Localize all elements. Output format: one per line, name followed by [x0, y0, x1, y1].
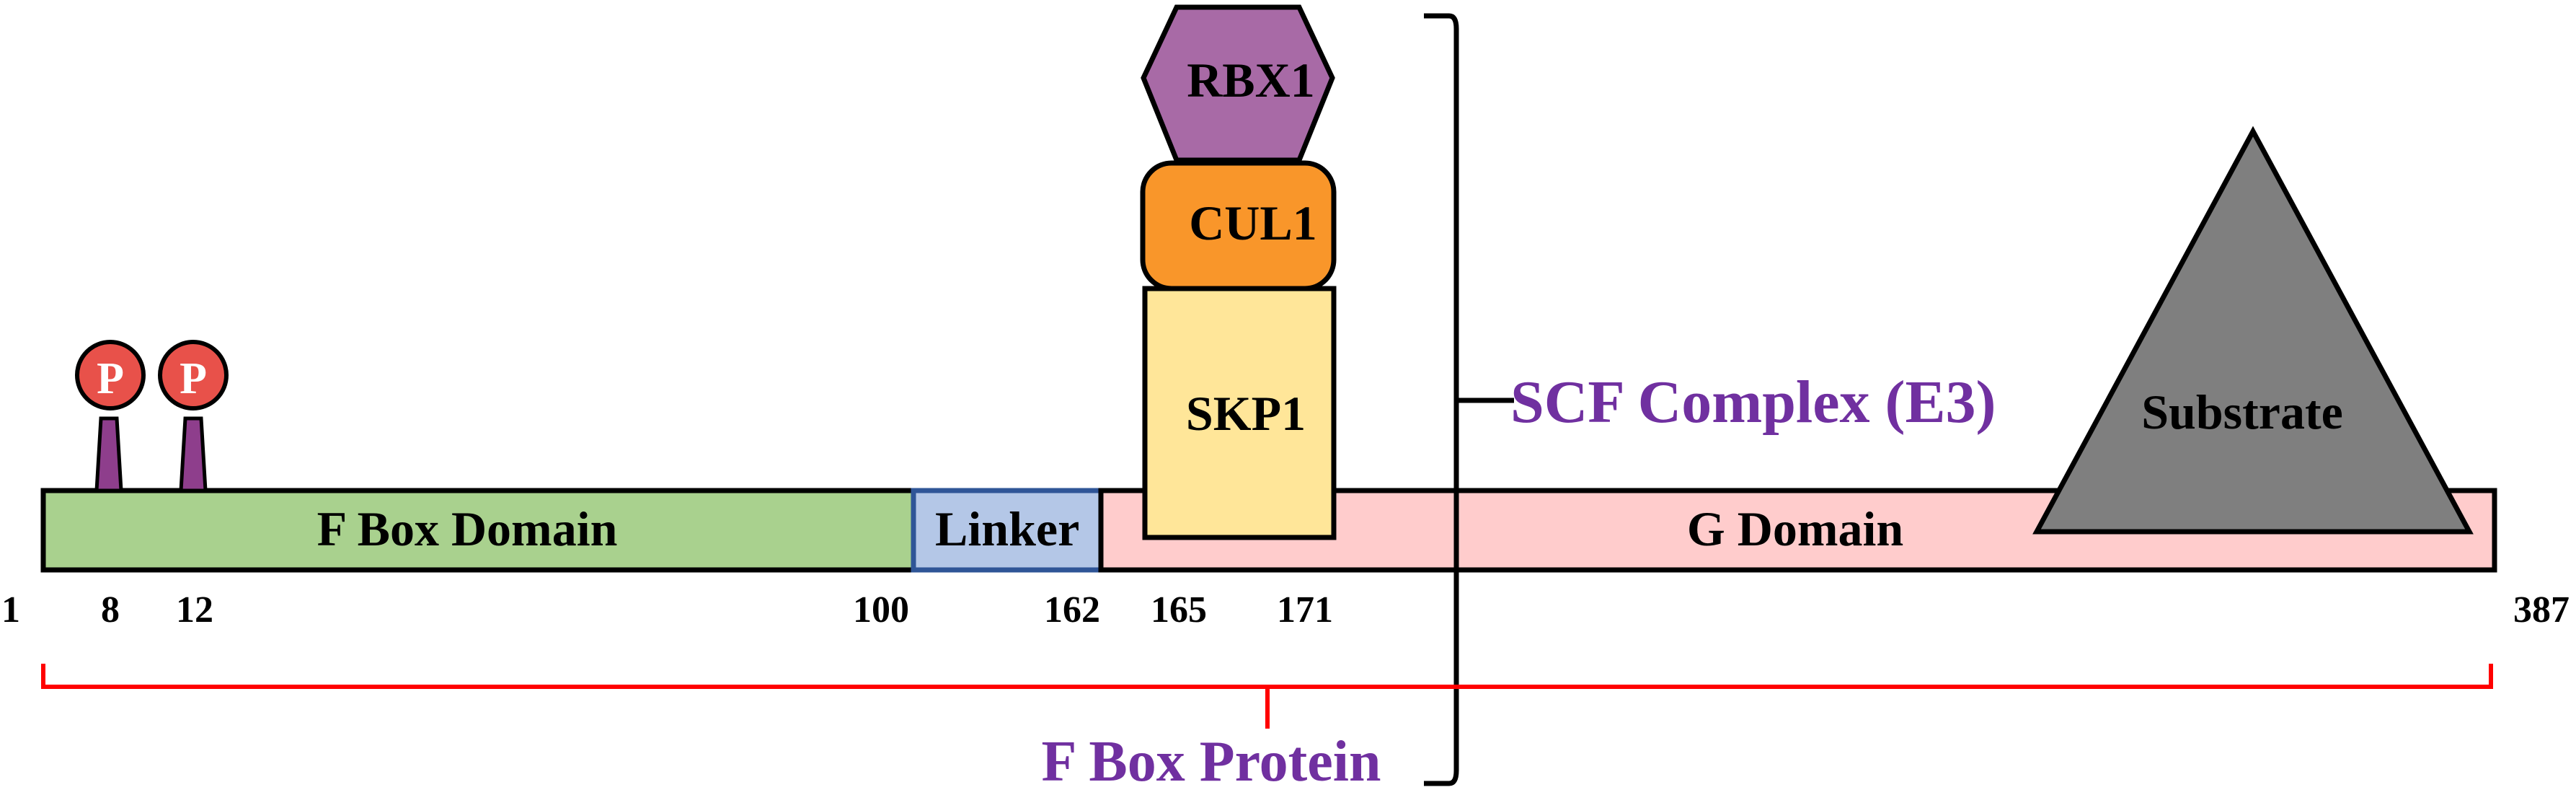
- phospho-stem-8: [94, 416, 123, 493]
- scf-complex-bracket: [1424, 13, 1514, 786]
- cul1-box: [1140, 160, 1337, 291]
- f-box-domain-label: F Box Domain: [317, 501, 618, 556]
- cul1-label: CUL1: [1189, 196, 1317, 250]
- position-165: 165: [1151, 589, 1207, 631]
- position-100: 100: [853, 589, 909, 631]
- phospho-label-12: P: [180, 354, 207, 403]
- position-171: 171: [1277, 589, 1333, 631]
- g-domain-label: G Domain: [1687, 501, 1903, 556]
- phospho-site-12: [158, 340, 229, 410]
- phospho-site-8: [75, 340, 146, 410]
- position-387: 387: [2513, 589, 2570, 631]
- f-box-protein-label: F Box Protein: [1041, 730, 1381, 794]
- linker-label: Linker: [935, 501, 1079, 556]
- linker-region: [911, 488, 1104, 573]
- f-box-protein-bracket: [41, 664, 2493, 729]
- position-162: 162: [1044, 589, 1100, 631]
- f-box-domain-region: [40, 488, 916, 573]
- phospho-stem-12: [179, 416, 208, 493]
- position-1: 1: [1, 589, 20, 631]
- phospho-label-8: P: [97, 354, 124, 403]
- substrate-triangle: [2032, 126, 2474, 535]
- skp1-label: SKP1: [1186, 386, 1306, 441]
- scf-complex-label: SCF Complex (E3): [1510, 369, 1996, 436]
- position-8: 8: [101, 589, 120, 631]
- position-12: 12: [176, 589, 213, 631]
- rbx1-hexagon: [1141, 4, 1335, 163]
- substrate-label: Substrate: [2141, 385, 2343, 439]
- skp1-box: [1142, 286, 1337, 540]
- rbx1-label: RBX1: [1187, 53, 1315, 107]
